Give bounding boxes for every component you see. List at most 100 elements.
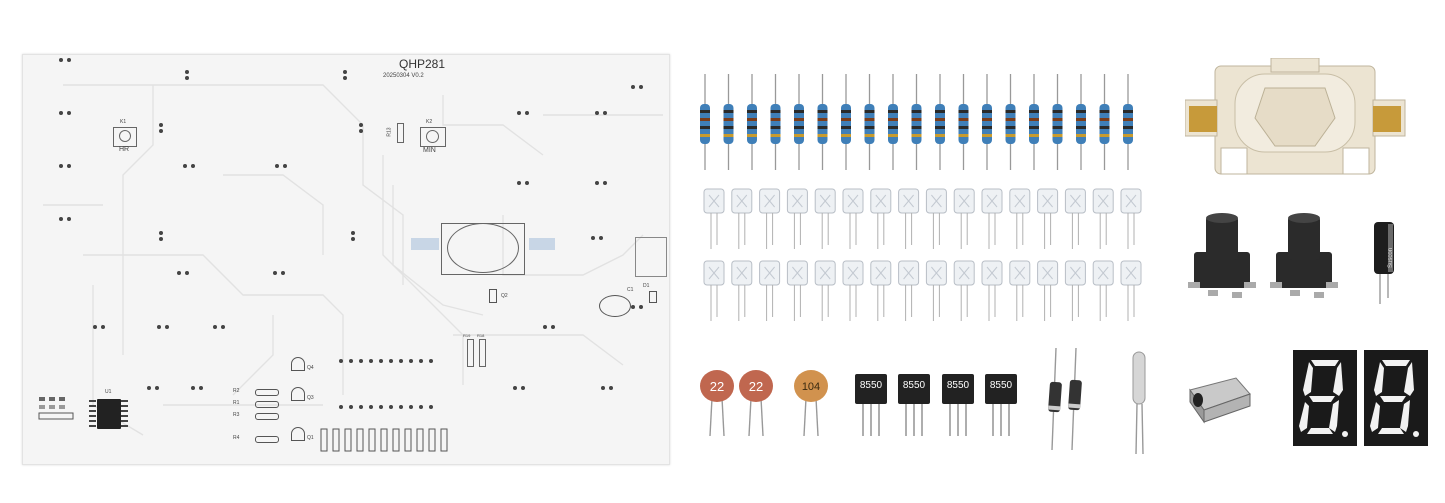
led [814,188,836,249]
k1-footprint [113,127,137,147]
crystal [1132,351,1146,455]
led [731,188,753,249]
label-k1: K1 [120,119,127,125]
c1-footprint [599,295,631,317]
q4-footprint [291,357,305,371]
usb-c-connector [1189,377,1251,424]
q3-footprint [291,387,305,401]
r1-footprint [255,401,279,408]
resistor [747,74,757,170]
led [1064,188,1086,249]
r19-footprint [467,339,474,367]
cap-3-label: 104 [802,381,820,393]
label-q2: Q2 [501,293,508,299]
resistor [1005,74,1016,170]
transistor-3-label: 8550 [947,380,970,391]
battery-pad-right [529,238,555,250]
led [786,188,808,249]
pcb-board: QHP281 20250304 V0.2 K1 HR K2 MIN R13 Q2… [22,54,670,465]
battery-holder [1185,58,1406,175]
pcb-traces [43,84,663,436]
header-pads [339,359,433,363]
resistor [841,74,851,170]
resistor [864,74,875,170]
ceramic-cap-1: 22 [700,370,734,437]
label-min: MIN [423,147,436,154]
label-c1: C1 [627,287,634,293]
resistor [935,74,945,170]
diodes [1048,347,1082,451]
resistor [1123,74,1133,170]
pcb-version: 20250304 V0.2 [383,73,424,79]
q2-footprint [489,289,497,303]
transistor-1-label: 8550 [860,380,883,391]
cap-2-label: 22 [749,379,763,394]
label-q3: Q3 [307,395,314,401]
resistor [794,74,804,170]
led [759,188,781,249]
led [953,188,975,249]
led [1009,260,1031,321]
resistor [958,74,969,170]
label-d1: D1 [643,283,650,289]
header-pads-2 [339,405,433,409]
u1-pins [89,400,128,427]
led [1037,260,1059,321]
led [1092,260,1114,321]
led [1009,188,1031,249]
electrolytic-capacitor: Suscon [1374,222,1394,304]
led [1037,188,1059,249]
tact-switch-2 [1270,213,1338,298]
cap-1-label: 22 [710,379,724,394]
led [981,260,1003,321]
led [981,188,1003,249]
label-q1: Q1 [307,435,314,441]
resistor [723,74,734,170]
r2-footprint [255,389,279,396]
r3-footprint [255,413,279,420]
resistor-row-footprints [320,428,448,452]
transistor-1: 8550 [855,374,887,436]
label-r19: R19 [463,333,471,338]
resistor [1029,74,1039,170]
label-k2: K2 [426,119,433,125]
battery-circle [447,223,519,273]
label-r3: R3 [233,412,240,418]
transistor-4-label: 8550 [990,380,1013,391]
label-r4: R4 [233,435,240,441]
led-group [703,188,1142,321]
led [842,188,864,249]
usb-footprint [635,237,667,277]
resistor [982,74,992,170]
led [703,260,725,321]
label-q4: Q4 [307,365,314,371]
q1-footprint [291,427,305,441]
led [953,260,975,321]
mono-cap: 104 [794,370,828,437]
k2-footprint [420,127,446,147]
resistor [1076,74,1086,170]
led [870,188,892,249]
resistor [817,74,828,170]
smd-cluster [38,397,74,420]
label-r2: R2 [233,388,240,394]
led [925,260,947,321]
led [842,260,864,321]
pcb-title: QHP281 [399,57,446,71]
k1-circle [119,130,131,142]
transistor-4: 8550 [985,374,1017,436]
transistor-2: 8550 [898,374,930,436]
battery-pad-left [411,238,439,250]
r4-footprint [255,436,279,443]
seven-seg-1 [1293,350,1357,446]
led [870,260,892,321]
transistor-2-label: 8550 [903,380,926,391]
led [703,188,725,249]
led [786,260,808,321]
resistor [770,74,781,170]
tact-switch-1 [1188,213,1256,298]
led [814,260,836,321]
resistor [1052,74,1063,170]
k2-circle [426,130,439,143]
